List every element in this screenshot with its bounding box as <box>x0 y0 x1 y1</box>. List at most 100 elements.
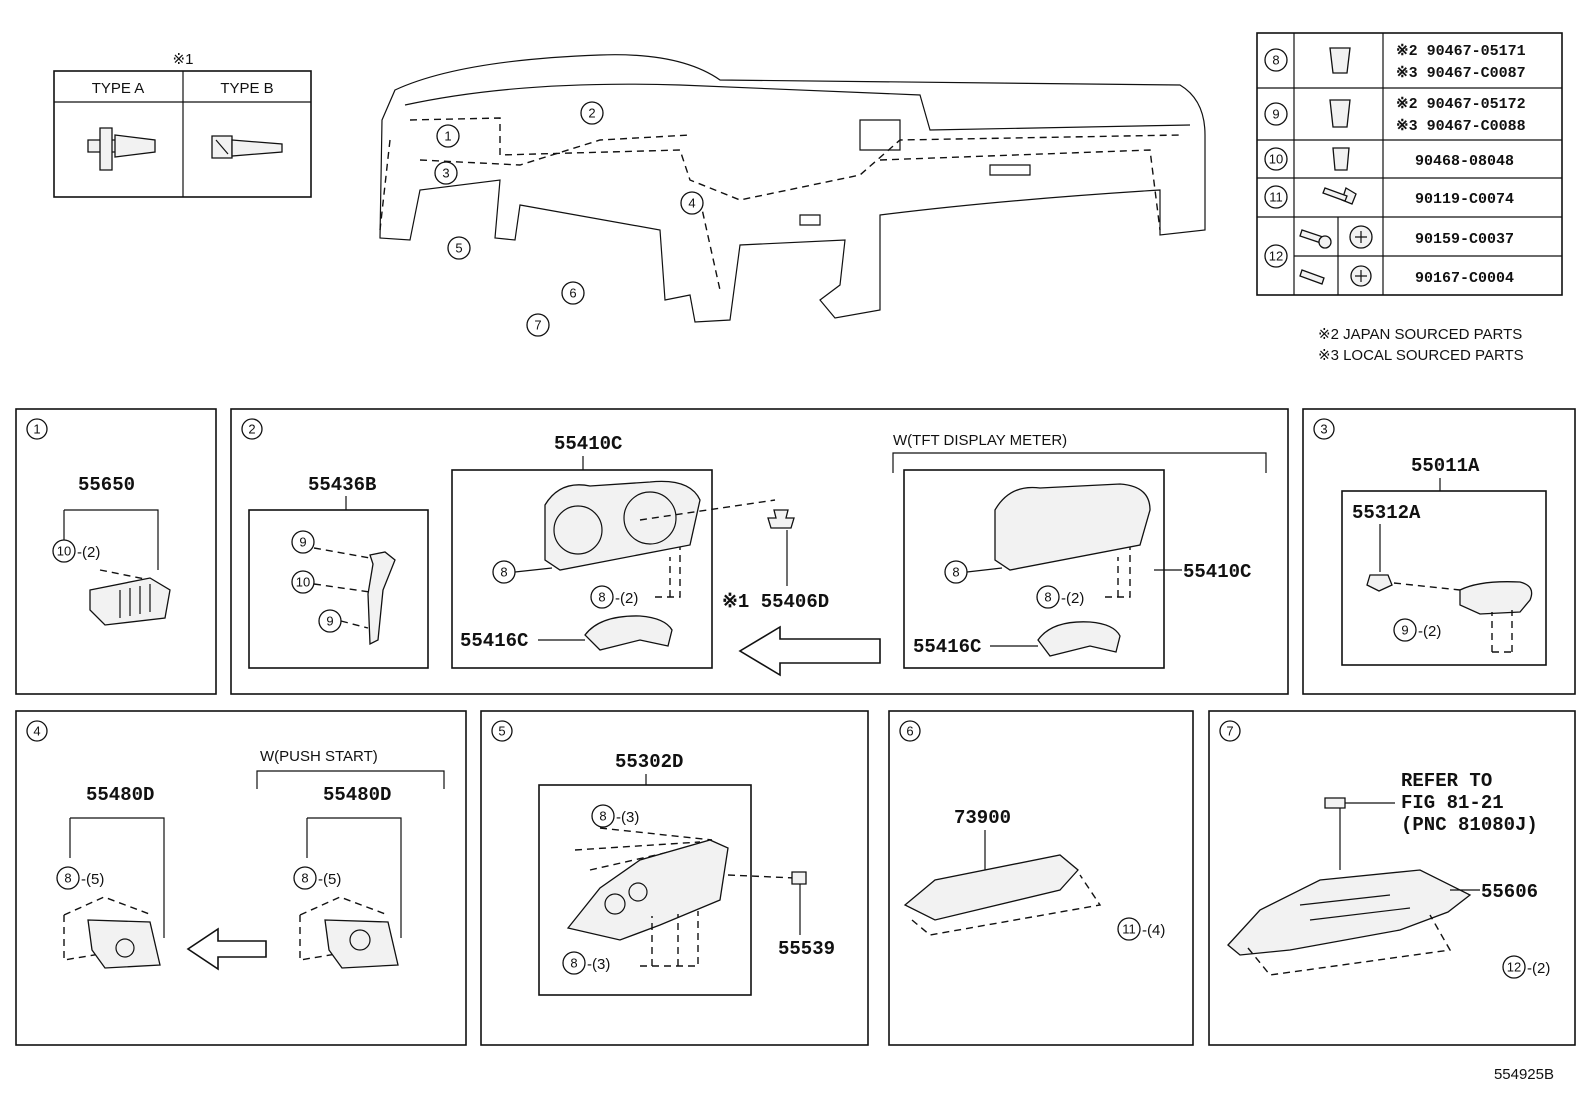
clip-icon <box>1332 147 1350 171</box>
type-note-mark: ※1 <box>173 51 194 68</box>
fastener-ref-10: 10 <box>1269 152 1283 167</box>
fastener-12-line-1: 90159-C0037 <box>1415 231 1514 248</box>
panel-4-fastener-b: 8 <box>301 871 308 886</box>
panel-55480D <box>87 919 161 969</box>
panel-7-fastener: 12 <box>1507 960 1521 975</box>
panel-3-outer-part: 55011A <box>1411 455 1480 477</box>
panel-3-inner-part: 55312A <box>1352 502 1421 524</box>
cover-55011A <box>1459 581 1533 615</box>
panel-4-variant-part: 55480D <box>323 784 391 806</box>
panel-3-qty: -(2) <box>1418 623 1441 640</box>
type-a-label: TYPE A <box>92 80 145 97</box>
overview-ref-circle <box>680 191 704 215</box>
fastener-11-line-1: 90119-C0074 <box>1415 191 1514 208</box>
panel-4-qty-a: -(5) <box>81 871 104 888</box>
overview-ref-6: 6 <box>569 286 576 301</box>
panel-4-ref: 4 <box>33 724 40 739</box>
panel-1-ref: 1 <box>33 422 40 437</box>
panel-6-fastener: 11 <box>1122 922 1136 937</box>
panel-2-fastener-8a: 8 <box>500 565 507 580</box>
panel-7-refer-1: REFER TO <box>1401 770 1492 792</box>
bracket-55436B <box>367 551 396 646</box>
panel-6-part: 73900 <box>954 807 1011 829</box>
panel-6-ref: 6 <box>906 724 913 739</box>
panel-4-qty-b: -(5) <box>318 871 341 888</box>
panel-7-part: 55606 <box>1481 881 1538 903</box>
panel-1-part: 55650 <box>78 474 135 496</box>
fastener-10-line-1: 90468-08048 <box>1415 153 1514 170</box>
fastener-ref-9: 9 <box>1272 107 1279 122</box>
panel-2-tft-fastener-8a: 8 <box>952 565 959 580</box>
screw-icon <box>1299 225 1373 287</box>
overview-ref-circle <box>561 281 585 305</box>
panel-6-qty: -(4) <box>1142 922 1165 939</box>
undercover-55606 <box>1227 869 1472 956</box>
panel-1-qty: -(2) <box>77 544 100 561</box>
panel-4-variant-label: W(PUSH START) <box>260 748 378 765</box>
panel-7-qty: -(2) <box>1527 960 1550 977</box>
panel-2-hood-part: 55416C <box>460 630 528 652</box>
panel-6: 6 73900 11 -(4) <box>888 710 1194 1046</box>
overview-ref-3: 3 <box>442 166 449 181</box>
panel-2-tft-hood-part: 55416C <box>913 636 981 658</box>
overview-ref-2: 2 <box>588 106 595 121</box>
panel-5-qty-a: -(3) <box>616 809 639 826</box>
panel-7-refer-2: FIG 81-21 <box>1401 792 1504 814</box>
direction-arrow <box>738 625 881 677</box>
direction-arrow-4 <box>186 927 267 971</box>
panel-5-qty-b: -(3) <box>587 956 610 973</box>
panel-2-variant-label: W(TFT DISPLAY METER) <box>893 432 1067 449</box>
panel-1: 1 55650 10 -(2) <box>15 408 217 695</box>
panel-2-fastener-10: 10 <box>296 575 310 590</box>
glove-box-73900 <box>903 854 1079 921</box>
clip-refer <box>1324 797 1346 809</box>
panel-3: 3 55011A 55312A 9 -(2) <box>1302 408 1576 695</box>
fastener-row-10: 10 90468-08048 <box>1264 147 1514 171</box>
panel-7: 7 REFER TO FIG 81-21 (PNC 81080J) 55606 … <box>1208 710 1576 1046</box>
type-b-clip-icon <box>211 135 283 159</box>
panel-4-fastener-a: 8 <box>64 871 71 886</box>
panel-2-ref: 2 <box>248 422 255 437</box>
panel-1-fastener: 10 <box>57 544 71 559</box>
panel-2-fastener-9a: 9 <box>299 535 306 550</box>
overview-ref-7: 7 <box>534 318 541 333</box>
panel-2: 2 55436B 9 10 9 55410C 8 8 -(2) 55416C <box>230 408 1289 695</box>
panel-3-ref: 3 <box>1320 422 1327 437</box>
panel-5: 5 55302D 8 -(3) 55539 8 -(3) <box>480 710 869 1046</box>
panel-2-qty-b: -(2) <box>1061 590 1084 607</box>
fastener-8-line-2: ※3 90467-C0087 <box>1396 65 1526 82</box>
panel-2-cluster-part: 55410C <box>554 433 622 455</box>
panel-5-fastener-b: 8 <box>570 956 577 971</box>
fastener-ref-11: 11 <box>1269 190 1283 205</box>
fastener-8-line-1: ※2 90467-05171 <box>1396 43 1526 60</box>
dashboard-overview <box>379 54 1206 323</box>
figure-id: 554925B <box>1494 1066 1554 1083</box>
panel-2-clip-part: ※1 55406D <box>722 591 829 613</box>
overview-ref-1: 1 <box>444 129 451 144</box>
panel-2-fastener-9b: 9 <box>326 614 333 629</box>
panel-7-ref: 7 <box>1226 724 1233 739</box>
panel-5-part: 55302D <box>615 751 683 773</box>
panel-2-fastener-8b: 8 <box>598 590 605 605</box>
lower-panel-55302D <box>566 839 729 941</box>
panel-4-part: 55480D <box>86 784 154 806</box>
fastener-row-9: 9 ※2 90467-05172 ※3 90467-C0088 <box>1264 96 1526 135</box>
overview-ref-4: 4 <box>688 196 695 211</box>
fastener-ref-8: 8 <box>1272 53 1279 68</box>
panel-2-tft-fastener-8b: 8 <box>1044 590 1051 605</box>
bolt-icon <box>1322 187 1357 205</box>
clip-55312A <box>1366 574 1393 592</box>
panel-5-side-part: 55539 <box>778 938 835 960</box>
overview-ref-circle <box>526 313 550 337</box>
panel-2-bracket-part: 55436B <box>308 474 376 496</box>
clip-55539 <box>791 871 807 885</box>
note-japan-sourced: ※2 JAPAN SOURCED PARTS <box>1318 326 1522 343</box>
panel-55480D-push-start <box>324 919 399 969</box>
overview-ref-circle <box>447 236 471 260</box>
clip-55406D <box>767 509 795 529</box>
overview-ref-circle <box>436 124 460 148</box>
hood-55416C <box>584 615 673 651</box>
cluster-meter-55410C <box>544 480 701 571</box>
fastener-9-line-1: ※2 90467-05172 <box>1396 96 1526 113</box>
fastener-row-12: 12 90159-C0037 90167-C0004 <box>1264 225 1514 287</box>
